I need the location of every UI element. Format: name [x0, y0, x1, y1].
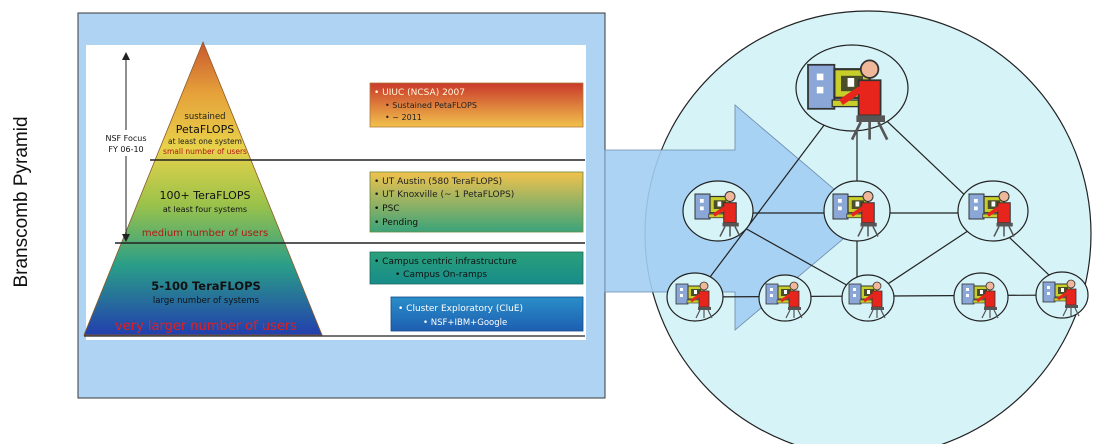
- top-tier-label4: small number of users: [163, 147, 247, 156]
- user-node-bottom-5: [1035, 271, 1089, 319]
- user-node-bottom-4: [953, 272, 1009, 322]
- middle-tier-label2: at least four systems: [163, 205, 247, 214]
- box-teragrid-line2: • UT Knoxville (~ 1 PetaFLOPS): [374, 190, 514, 200]
- bottom-tier-label1: 5-100 TeraFLOPS: [151, 279, 261, 293]
- bottom-tier-label2: large number of systems: [153, 296, 260, 306]
- box-cluster-line2: • NSF+IBM+Google: [423, 318, 507, 328]
- user-node-bottom-1: [666, 272, 724, 322]
- box-teragrid-line3: • PSC: [374, 204, 400, 214]
- box-campus-line2: • Campus On-ramps: [395, 270, 487, 280]
- box-uiuc-line2: • Sustained PetaFLOPS: [385, 101, 477, 110]
- middle-tier-label1: 100+ TeraFLOPS: [160, 189, 251, 202]
- box-teragrid-line4: • Pending: [374, 218, 418, 228]
- user-node-bottom-3: [841, 274, 895, 322]
- box-uiuc-line1: • UIUC (NCSA) 2007: [374, 88, 465, 98]
- box-campus: [369, 251, 584, 285]
- box-teragrid: [369, 171, 584, 233]
- user-node-mid-left: [682, 180, 754, 242]
- nsf-focus-line1: NSF Focus: [105, 134, 146, 143]
- user-node-bottom-2: [758, 274, 812, 322]
- box-cluster-line1: • Cluster Exploratory (CluE): [398, 304, 523, 314]
- top-tier-label1: sustained: [184, 112, 225, 122]
- user-node-mid-center: [823, 180, 891, 242]
- bottom-tier-label3: very larger number of users: [115, 319, 297, 334]
- nsf-focus-line2: FY 06-10: [108, 145, 143, 154]
- box-cluster: [390, 296, 584, 332]
- box-uiuc-line3: • ~ 2011: [385, 113, 422, 122]
- user-node-top: [795, 44, 909, 140]
- box-teragrid-line1: • UT Austin (580 TeraFLOPS): [374, 177, 502, 187]
- top-tier-label3: at least one system: [168, 137, 242, 146]
- top-tier-label2: PetaFLOPS: [176, 123, 234, 136]
- middle-tier-label3: medium number of users: [142, 228, 268, 239]
- user-node-mid-right: [957, 180, 1029, 242]
- box-uiuc: [369, 82, 584, 128]
- box-campus-line1: • Campus centric infrastructure: [374, 257, 517, 267]
